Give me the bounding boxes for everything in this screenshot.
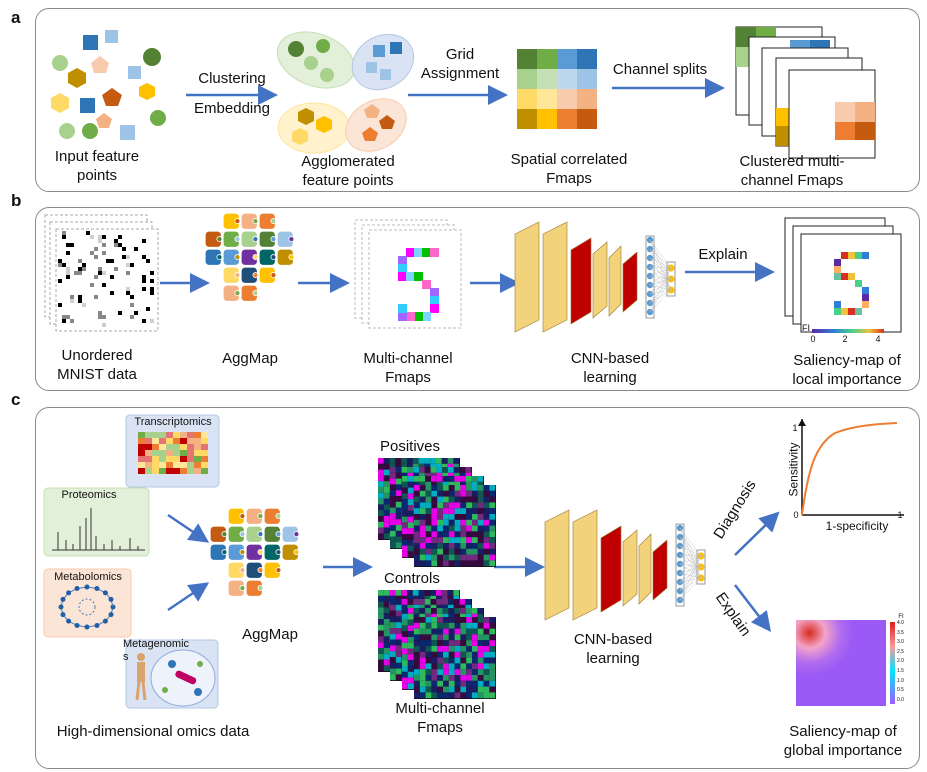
mnist-data-stack [44, 214, 159, 332]
saliency-local-label: Saliency-map of local importance [792, 352, 902, 388]
colorbar-tick-b-2: 4 [875, 334, 881, 344]
cnn-label-c: CNN-based learning [573, 631, 653, 667]
input-feature-points [51, 30, 166, 140]
roc-curve-plot [798, 419, 904, 516]
colorbar-tick-c: 0.0 [897, 696, 904, 703]
omics-data-label: High-dimensional omics data [56, 723, 250, 740]
panel-b-frame [35, 207, 920, 391]
colorbar-tick-c: 0.5 [897, 687, 904, 694]
fmaps-label-b: Multi-channel Fmaps [363, 350, 453, 386]
spatial-fmaps-label: Spatial correlated Fmaps [510, 151, 628, 187]
spatial-fmap-grid [517, 49, 597, 129]
input-feature-points-label: Input feature points [54, 148, 140, 184]
agglomerated-label: Agglomerated feature points [301, 153, 395, 189]
colorbar-title-b: FI [802, 323, 810, 333]
clustering-label: Clustering [198, 70, 266, 87]
colorbar-title-c: FI [898, 614, 904, 620]
colorbar-tick-b-1: 2 [842, 334, 848, 344]
colorbar-tick-c: 3.5 [897, 629, 904, 636]
explain-label-b: Explain [698, 246, 748, 263]
fmaps-stack-b [354, 219, 462, 329]
aggmap-head-c [209, 507, 300, 598]
colorbar-tick-c: 2.0 [897, 658, 904, 665]
aggmap-label-c: AggMap [242, 626, 298, 643]
proteomics-label: Proteomics [61, 489, 117, 501]
saliency-local-stack [784, 217, 902, 333]
controls-label: Controls [384, 570, 440, 587]
proteomics-spectrum [52, 508, 145, 551]
clustered-channel-stack [735, 26, 876, 159]
roc-tick-y1: 1 [792, 423, 798, 433]
agglomerated-clusters [276, 31, 415, 154]
metagenomics-illustration [135, 649, 216, 707]
colorbar-tick-c: 2.5 [897, 648, 904, 655]
metabolomics-label: Metabolomics [54, 571, 122, 583]
aggmap-head-b [204, 212, 295, 303]
colorbar-tick-c: 1.0 [897, 677, 904, 684]
channel-splits-label: Channel splits [612, 61, 708, 78]
mnist-label: Unordered MNIST data [57, 347, 137, 383]
fmaps-positives-controls [378, 458, 496, 699]
panel-b-label: b [11, 191, 22, 210]
cnn-label-b: CNN-based learning [570, 350, 650, 386]
transcriptomics-heatmap [138, 432, 208, 474]
fmaps-label-c: Multi-channel Fmaps [395, 700, 485, 736]
cnn-architecture-b [514, 221, 676, 333]
grid-assignment-label: Grid Assignment [420, 46, 500, 82]
saliency-global-map [796, 620, 895, 706]
panel-a-label: a [11, 8, 21, 27]
clustered-fmaps-label: Clustered multi- channel Fmaps [739, 153, 845, 189]
metabolomics-network [58, 584, 116, 630]
colorbar-tick-c: 3.0 [897, 639, 904, 646]
roc-xlabel: 1-specificity [825, 519, 889, 533]
positives-label: Positives [380, 438, 441, 455]
metagenomics-label: Metagenomic s [123, 638, 190, 663]
colorbar-tick-c: 4.0 [897, 620, 904, 626]
panel-c-label: c [11, 390, 21, 409]
colorbar-tick-b-0: 0 [810, 334, 816, 344]
aggmap-label-b: AggMap [222, 350, 278, 367]
roc-tick-x1: 1 [897, 510, 903, 520]
saliency-global-label: Saliency-map of global importance [783, 723, 903, 759]
colorbar-tick-c: 1.5 [897, 668, 904, 674]
transcriptomics-label: Transcriptomics [134, 416, 212, 428]
cnn-architecture-c [544, 509, 706, 621]
embedding-label: Embedding [194, 100, 270, 117]
roc-ylabel: Sensitivity [786, 442, 801, 497]
roc-tick-origin: 0 [793, 510, 799, 520]
